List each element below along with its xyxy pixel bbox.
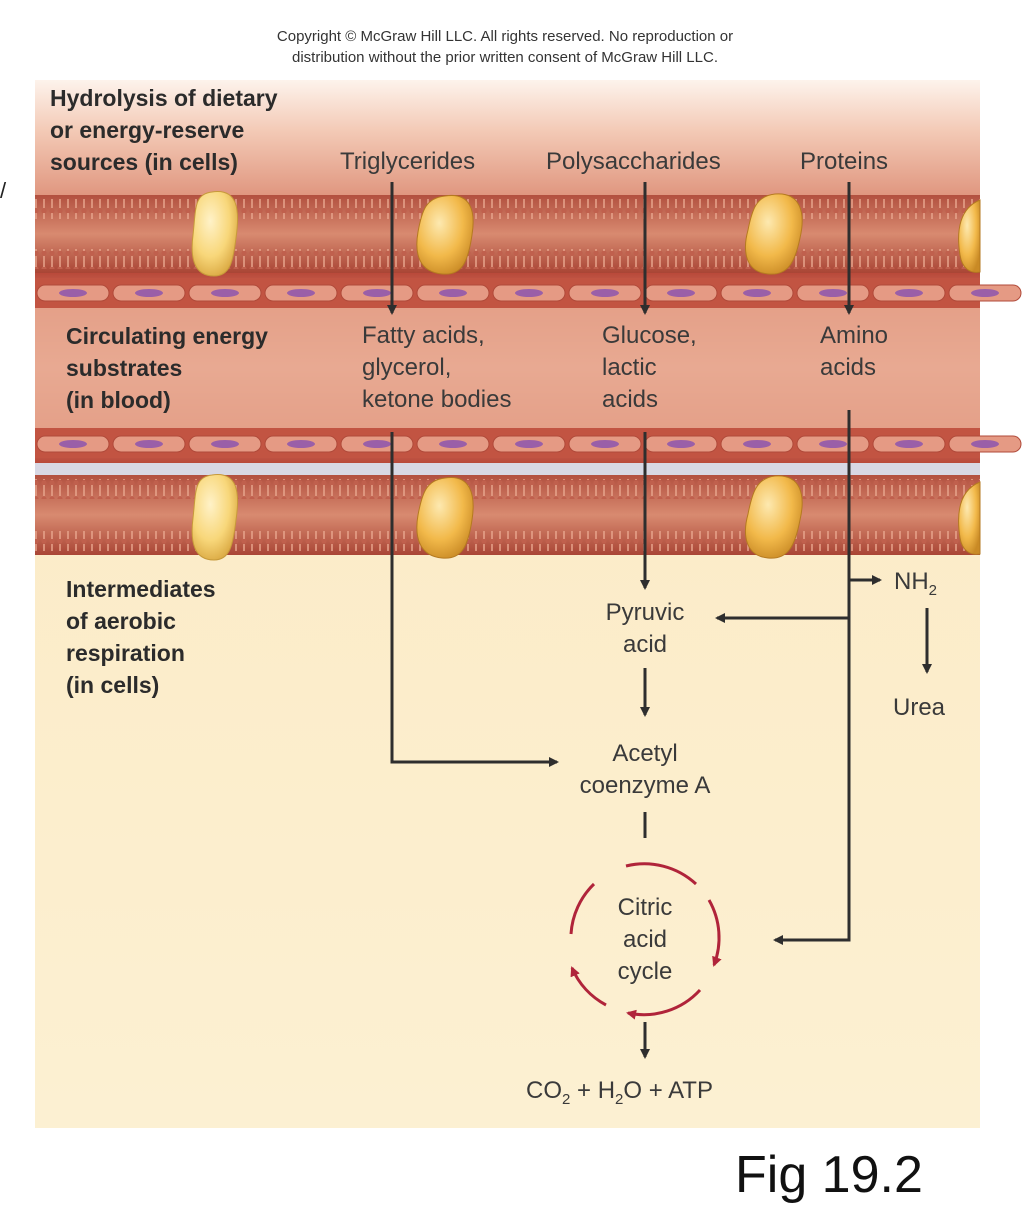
endothelial-nucleus [591,440,619,448]
endothelial-nucleus [135,440,163,448]
nh2-text: NH [894,568,929,595]
triglycerides-label: Triglycerides [340,148,476,175]
intermediates-line-2: of aerobic [66,608,176,634]
endothelial-nucleus [515,289,543,297]
protein-channels [191,191,981,561]
products-plus-h: + H [570,1077,616,1104]
upper-membrane [35,195,980,273]
endothelial-nucleus [515,440,543,448]
hydrolysis-row-label: Hydrolysis of dietary or energy-reserve … [50,82,278,178]
products-h-subscript: 2 [615,1090,624,1108]
acetyl-line-2: coenzyme A [579,772,711,799]
circulating-line-1: Circulating energy [66,323,268,349]
endothelial-nucleus [287,289,315,297]
endothelial-nucleus [59,289,87,297]
endothelial-nucleus [667,289,695,297]
citric-line-2: acid [622,926,668,953]
proteins-label: Proteins [800,148,889,175]
glucose-label: Glucose, lactic acids [602,320,697,416]
endothelial-nucleus [667,440,695,448]
urea-label: Urea [893,694,946,721]
endothelial-nucleus [59,440,87,448]
figure-caption: Fig 19.2 [735,1146,923,1204]
acetyl-coa-label: Acetyl coenzyme A [555,738,735,802]
endothelial-nucleus [743,440,771,448]
pyruvic-acid-label: Pyruvic acid [585,597,705,661]
fatty-acids-label: Fatty acids, glycerol, ketone bodies [362,320,511,416]
endothelial-nucleus [971,289,999,297]
intermediates-row-label: Intermediates of aerobic respiration (in… [66,573,216,701]
products-rest: O + ATP [623,1077,713,1104]
glucose-line-1: Glucose, [602,322,697,349]
polysaccharides-label: Polysaccharides [546,148,721,175]
hydrolysis-line-3: sources (in cells) [50,149,238,175]
copyright-line-1: Copyright © McGraw Hill LLC. All rights … [276,28,734,45]
hydrolysis-line-1: Hydrolysis of dietary [50,85,278,111]
intermediates-line-3: respiration [66,640,185,666]
margin-mark: / [0,178,7,203]
endothelial-nucleus [363,440,391,448]
endothelial-nucleus [819,440,847,448]
endothelial-nucleus [971,440,999,448]
circulating-line-2: substrates [66,355,183,381]
copyright-line-2: distribution without the prior written c… [291,49,718,66]
acetyl-line-1: Acetyl [612,740,678,767]
amino-acids-label: Amino acids [820,320,888,384]
flow-arrows [387,182,932,1059]
endothelial-nucleus [439,289,467,297]
hydrolysis-line-2: or energy-reserve [50,117,245,143]
products-co-subscript: 2 [562,1090,571,1108]
citric-acid-cycle-ring [569,862,722,1020]
nh2-subscript: 2 [928,581,938,599]
endothelial-nucleus [211,289,239,297]
copyright-notice: Copyright © McGraw Hill LLC. All rights … [150,26,860,68]
citric-line-1: Citric [617,894,673,921]
circulating-row-label: Circulating energy substrates (in blood) [66,320,268,416]
intermediates-line-4: (in cells) [66,672,160,698]
blood-vessel [35,273,1022,463]
endothelial-nucleus [211,440,239,448]
endothelial-nucleus [363,289,391,297]
nh2-label: NH2 [894,566,937,607]
endothelial-nucleus [743,289,771,297]
endothelial-nucleus [287,440,315,448]
arrow-amino-acids-line [773,410,851,945]
fatty-line-3: ketone bodies [362,386,512,413]
products-co: CO [526,1077,562,1104]
hydrolysis-band [35,80,980,195]
glucose-line-2: lactic [602,354,657,381]
endothelial-nucleus [135,289,163,297]
citric-line-3: cycle [617,958,673,985]
lower-membrane [35,463,980,555]
pyruvic-line-1: Pyruvic [605,599,685,626]
endothelial-nucleus [819,289,847,297]
products-label: CO2 + H2O + ATP [526,1075,713,1116]
endothelial-nucleus [895,440,923,448]
circulating-line-3: (in blood) [66,387,171,413]
intermediates-line-1: Intermediates [66,576,216,602]
fatty-line-1: Fatty acids, [362,322,485,349]
pyruvic-line-2: acid [622,631,668,658]
endothelial-nucleus [895,289,923,297]
endothelial-nucleus [439,440,467,448]
fatty-line-2: glycerol, [362,354,452,381]
amino-line-1: Amino [820,322,889,349]
arrow-fatty-acids-to-acetyl-coa [390,432,559,767]
glucose-line-3: acids [602,386,659,413]
citric-acid-cycle-label: Citric acid cycle [595,892,695,988]
endothelial-nucleus [591,289,619,297]
amino-line-2: acids [820,354,877,381]
